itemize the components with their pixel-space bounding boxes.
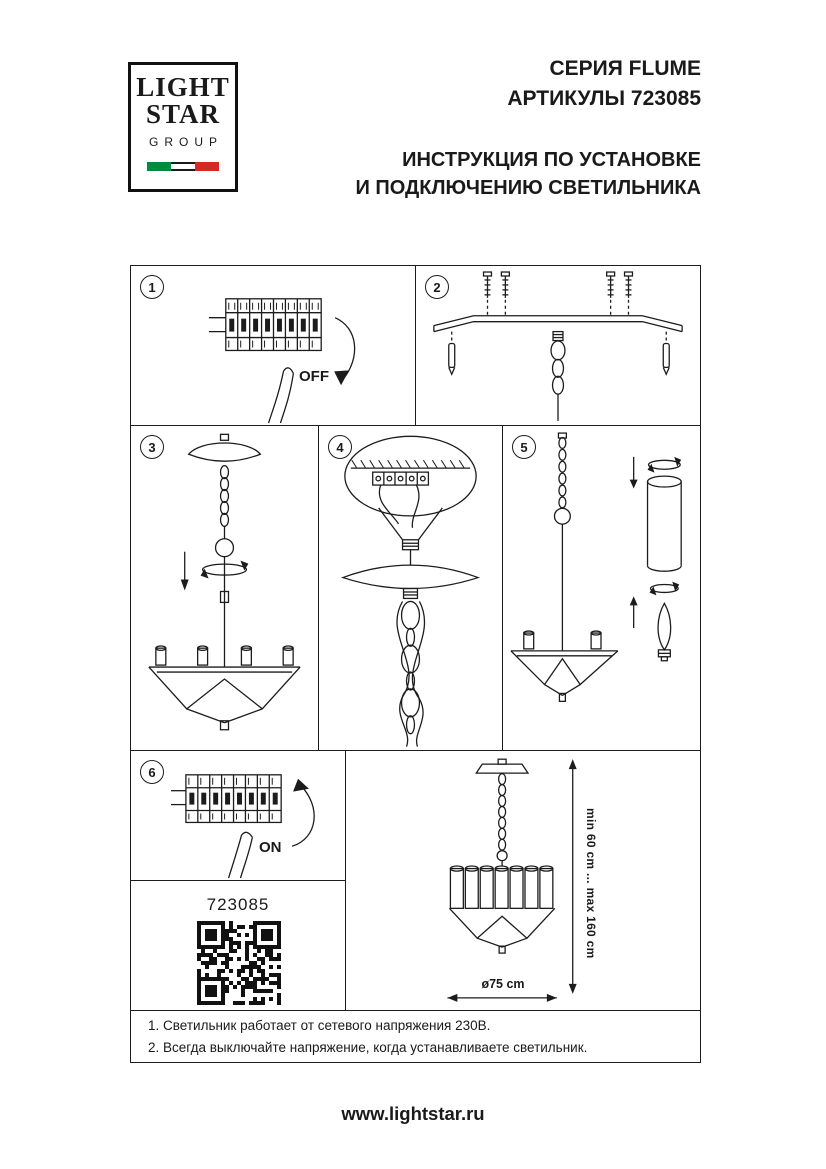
product-code-panel: 723085	[130, 880, 345, 1010]
step-1-panel: 1	[130, 265, 415, 425]
flag-white-segment	[171, 162, 195, 171]
shade-bulb-installation-illustration	[510, 432, 682, 702]
diameter-dimension-arrow	[447, 993, 557, 1002]
chain-links	[219, 465, 230, 527]
wiring-closeup-illustration	[340, 435, 481, 747]
header-articles: АРТИКУЛЫ 723085	[507, 87, 701, 110]
up-arrow-icon	[629, 596, 638, 629]
flag-red-segment	[195, 162, 219, 171]
breaker-off-illustration	[208, 298, 356, 424]
wall-anchor-icon	[662, 331, 670, 376]
chain-links	[400, 600, 421, 735]
note-line-1: 1. Светильник работает от сетевого напря…	[148, 1018, 491, 1033]
curved-arrow-down-icon	[334, 317, 356, 386]
shade-cylinder-icon	[646, 475, 682, 572]
chain-links	[558, 436, 567, 509]
dimension-diameter-label: ø75 cm	[481, 977, 525, 991]
header-title: ИНСТРУКЦИЯ ПО УСТАНОВКЕ И ПОДКЛЮЧЕНИЮ СВ…	[250, 146, 701, 202]
curved-arrow-up-icon	[291, 778, 315, 847]
step-6-badge: 6	[140, 760, 164, 784]
candle-drum	[449, 865, 554, 909]
header: СЕРИЯ FLUME АРТИКУЛЫ 723085 ИНСТРУКЦИЯ П…	[250, 56, 701, 202]
hand-icon	[267, 367, 295, 424]
chandelier-dimensions-illustration	[447, 758, 577, 1002]
hand-icon	[227, 831, 254, 879]
rotation-arrow-icon	[647, 456, 682, 473]
logo-group-text: GROUP	[148, 135, 223, 149]
header-series: СЕРИЯ FLUME	[549, 57, 701, 80]
down-arrow-icon	[629, 456, 638, 489]
header-title-line2: И ПОДКЛЮЧЕНИЮ СВЕТИЛЬНИКА	[355, 177, 701, 199]
chandelier-chain-illustration	[148, 433, 301, 731]
website-footer: www.lightstar.ru	[341, 1103, 485, 1124]
dimensions-panel: min 60 cm ... max 160 cm ø75 cm	[345, 750, 701, 1010]
flag-green-segment	[147, 162, 171, 171]
logo-star-text: STAR	[145, 99, 221, 129]
header-title-line1: ИНСТРУКЦИЯ ПО УСТАНОВКЕ	[402, 149, 701, 171]
notes-panel: 1. Светильник работает от сетевого напря…	[130, 1010, 701, 1063]
step-4-badge: 4	[328, 435, 352, 459]
off-label: OFF	[299, 368, 329, 385]
dimension-height-label: min 60 cm ... max 160 cm	[584, 807, 598, 959]
logo-light-text: LIGHT	[136, 72, 230, 102]
screw-icon	[482, 271, 493, 317]
mounting-bracket-illustration	[433, 271, 683, 421]
step-5-badge: 5	[512, 435, 536, 459]
breaker-on-illustration	[171, 774, 315, 879]
step-2-badge: 2	[425, 275, 449, 299]
height-dimension-arrow	[568, 759, 577, 994]
screw-icon	[623, 271, 634, 317]
candle-bulb-icon	[657, 602, 672, 662]
suspension-chain	[550, 330, 566, 421]
italian-flag	[147, 162, 219, 171]
wall-anchor-icon	[448, 331, 456, 376]
qr-code	[197, 921, 281, 1005]
note-line-2: 2. Всегда выключайте напряжение, когда у…	[148, 1040, 588, 1055]
step-2-panel: 2	[415, 265, 701, 425]
screw-icon	[500, 271, 510, 318]
breaker-toggles-on	[189, 792, 278, 805]
breaker-toggles-off	[229, 318, 318, 332]
screw-icon	[606, 271, 616, 318]
lightstar-logo: LIGHT STAR GROUP	[128, 62, 238, 192]
chain-links	[497, 772, 507, 851]
product-code-text: 723085	[206, 895, 270, 914]
candle-sockets	[155, 645, 294, 666]
terminal-block-icon	[372, 471, 430, 486]
step-5-panel: 5	[502, 425, 701, 750]
candle-sockets	[523, 630, 602, 650]
step-1-badge: 1	[140, 275, 164, 299]
step-3-panel: 3	[130, 425, 318, 750]
step-4-panel: 4	[318, 425, 502, 750]
on-label: ON	[259, 839, 282, 856]
down-arrow-icon	[180, 551, 189, 591]
step-3-badge: 3	[140, 435, 164, 459]
step-6-panel: 6	[130, 750, 345, 880]
rotation-arrow-icon	[649, 581, 680, 596]
